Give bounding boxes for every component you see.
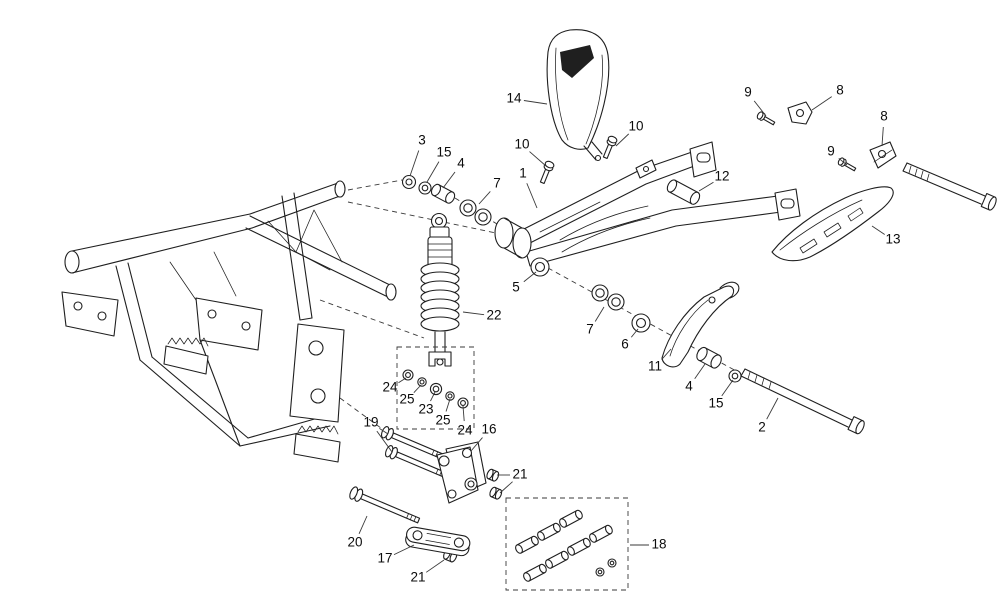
callout-leader [529, 151, 547, 167]
callout-label: 10 [514, 137, 529, 152]
callout-label: 25 [399, 392, 414, 407]
callout-leader [499, 481, 513, 494]
callout-label: 10 [628, 119, 643, 134]
callout-label: 4 [457, 156, 465, 171]
callout-label: 24 [382, 380, 398, 395]
part-8-adjuster-lower [869, 141, 897, 169]
callout-leader [630, 328, 639, 338]
callout-leader [393, 544, 415, 556]
callout-leader [838, 157, 848, 166]
callout-label: 9 [744, 85, 752, 100]
callout-leader [661, 348, 672, 360]
part-23-24-25-seal-stack [396, 346, 475, 430]
part-14-mud-flap [546, 29, 610, 162]
callout-leader [523, 100, 548, 105]
part-18-bushing-kit [505, 497, 629, 591]
callout-leader [426, 161, 440, 183]
callout-leader [523, 271, 537, 283]
callout-label: 13 [885, 232, 900, 247]
axle-rod [902, 162, 997, 211]
callout-label: 8 [836, 83, 844, 98]
callout-leader [753, 100, 767, 117]
callout-label: 19 [363, 415, 378, 430]
part-5-washer [530, 257, 550, 277]
part-7-bearing-left [459, 199, 492, 226]
part-6-washer [631, 313, 651, 333]
callout-label: 23 [418, 402, 433, 417]
callout-leader [694, 363, 706, 380]
part-17-linkage-arm [405, 526, 471, 557]
callout-label: 24 [457, 423, 473, 438]
part-15-washer-right [728, 369, 742, 383]
callout-leader [470, 437, 483, 452]
callout-label: 4 [685, 379, 693, 394]
callout-label: 20 [347, 535, 362, 550]
callout-label: 21 [512, 467, 527, 482]
callout-label: 17 [377, 551, 392, 566]
callout-leader [462, 311, 485, 316]
callout-leader [594, 306, 605, 322]
part-16-linkage-rocker [436, 441, 487, 504]
part-7-bearing-right [591, 284, 625, 311]
callout-leader [871, 225, 885, 235]
frame-drawing [61, 180, 397, 463]
callout-label: 1 [519, 166, 527, 181]
callout-leader [462, 405, 465, 422]
callout-label: 18 [651, 537, 666, 552]
callout-leader [698, 181, 714, 192]
part-12-pivot-pin [666, 179, 701, 205]
callout-label: 15 [436, 145, 451, 160]
callout-leader [526, 183, 538, 209]
part-13-chain-guard [771, 186, 894, 262]
part-1-swingarm [494, 141, 801, 267]
part-8-adjuster-upper [787, 101, 813, 125]
callout-leader [442, 171, 456, 189]
part-9-screw-upper [756, 111, 776, 126]
part-20-bolt [349, 486, 421, 524]
callout-label: 16 [481, 422, 496, 437]
callout-label: 15 [708, 396, 723, 411]
callout-label: 8 [880, 109, 888, 124]
callout-leader [430, 391, 436, 402]
callout-leader [413, 384, 422, 393]
part-11-chain-slider [661, 281, 740, 368]
callout-label: 25 [435, 413, 450, 428]
callout-label: 9 [827, 144, 835, 159]
part-10-bolt-upper [602, 135, 618, 159]
callout-leader [445, 398, 451, 412]
part-19-bolts [380, 426, 450, 480]
callout-label: 7 [493, 176, 501, 191]
part-4-spacer-right [696, 346, 722, 369]
callout-leader [398, 377, 407, 384]
callout-label: 11 [648, 359, 662, 374]
callout-leader [358, 515, 368, 535]
part-4-spacer-left [430, 183, 456, 204]
callout-leader [478, 191, 491, 205]
callout-label: 21 [410, 570, 425, 585]
part-2-pivot-bolt [740, 368, 865, 435]
callout-leader [615, 133, 630, 147]
part-15-washer-left [418, 181, 432, 195]
callout-leader [811, 96, 832, 111]
part-10-bolt-lower [539, 160, 555, 184]
part-22-shock-absorber [420, 212, 460, 367]
callout-label: 2 [758, 420, 766, 435]
callout-leader [409, 150, 420, 177]
callout-leader [721, 379, 734, 397]
callout-label: 22 [486, 308, 501, 323]
callout-leader [425, 559, 445, 573]
callout-leader [881, 126, 884, 147]
callout-leader [379, 428, 389, 435]
callout-label: 6 [621, 337, 629, 352]
callout-label: 5 [512, 280, 520, 295]
part-3-nut [401, 174, 417, 190]
callout-label: 3 [418, 133, 426, 148]
callout-label: 14 [506, 91, 522, 106]
callout-leader [376, 430, 393, 453]
callout-label: 12 [714, 169, 729, 184]
callout-leader [766, 397, 779, 420]
callout-label: 7 [586, 322, 594, 337]
